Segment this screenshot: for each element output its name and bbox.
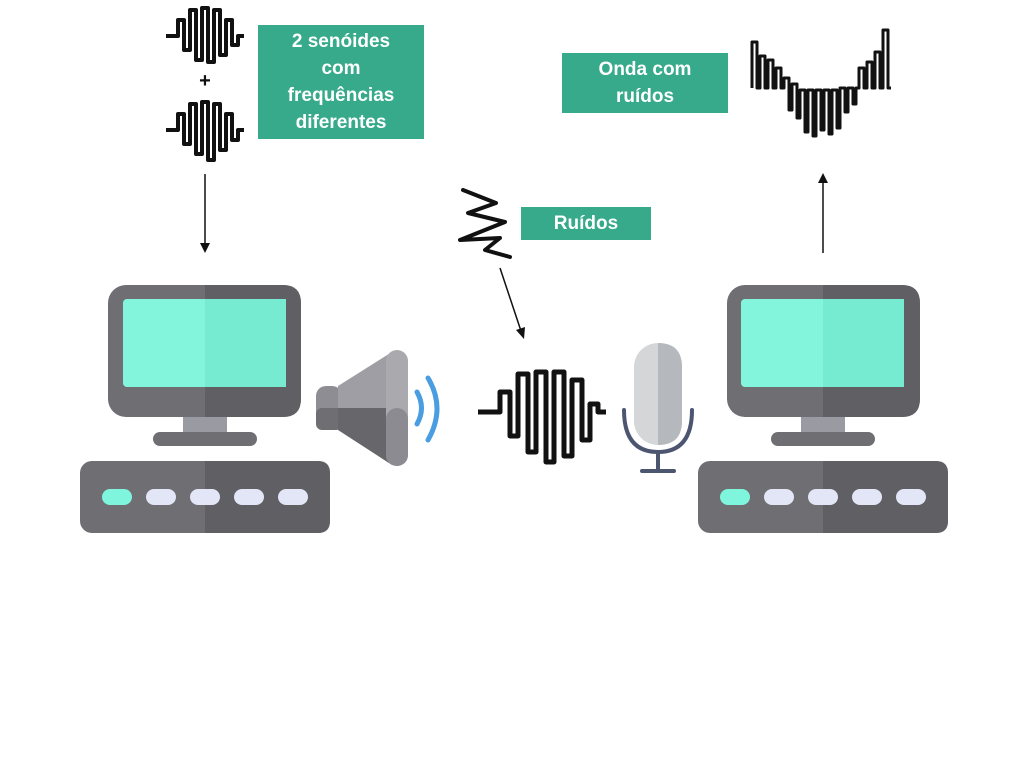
sound-wave-icon [414,375,440,443]
label-noisy-wave-line1: Onda com [598,59,692,80]
arrow-up [818,173,828,253]
noise-zigzag-icon [458,188,512,259]
label-two-sines-line1: 2 senóides [291,31,391,52]
noisy-wave-icon [750,28,891,138]
sine-wave-icon [166,6,244,64]
arrow-noise [499,267,525,339]
plus-sign: + [199,70,211,92]
label-noisy-wave-line2: ruídos [615,86,675,107]
speaker-icon [316,350,408,466]
label-two-sines-line2: com [321,58,361,79]
label-noise-text: Ruídos [553,213,619,234]
sine-wave-icon [478,369,606,465]
label-two-sines-line3: frequências [287,85,395,106]
computer-icon [80,285,330,533]
label-noisy-wave: Onda com ruídos [562,53,728,113]
sine-wave-icon [166,100,244,162]
label-two-sines-line4: diferentes [295,112,387,133]
computer-icon [698,285,948,533]
microphone-icon [622,343,694,473]
label-two-sines: 2 senóides com frequências diferentes [258,25,424,139]
label-noise: Ruídos [521,207,651,240]
arrow-down [200,174,210,253]
